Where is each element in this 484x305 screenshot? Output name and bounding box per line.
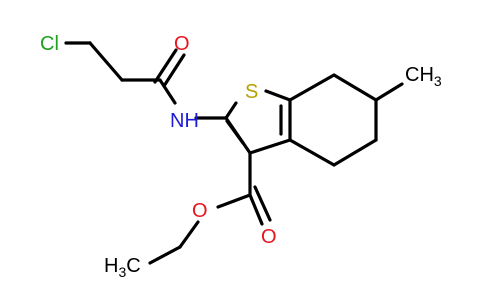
bond-c3-c2-inner [225,119,245,145]
methyl-subscript: 3 [434,73,442,89]
ester-carbonyl-oxygen-label: O [261,226,277,248]
bond-ester-co-2 [253,185,272,222]
methyl-label: CH3 [405,64,442,89]
bond-c5-c4 [332,138,378,167]
bond-c2-s [224,101,238,120]
bond-amide-co-2 [162,53,186,88]
ester-oxygen-label: O [192,200,208,222]
ethyl-subscript: 3 [118,264,126,280]
sulfur-label: S [245,81,258,103]
bonds [64,41,404,265]
bond-ester-co-1 [248,193,264,226]
bond-c7-c6 [332,73,378,102]
bond-ch2-ch3 [148,245,182,265]
chlorine-label: Cl [40,33,59,55]
amide-oxygen-label: O [174,33,190,55]
bond-ester-c-o [216,193,252,209]
bond-c7a-c7 [288,73,336,102]
ethyl-methyl-label: H3C [104,255,141,280]
amine-nh-label: NH [170,110,199,132]
bond-s-c7a [264,89,292,102]
methyl-ch: CH [405,64,434,86]
bond-amide-c-n [158,78,177,105]
ethyl-c: C [126,255,140,277]
bond-c3a-c3 [248,138,292,155]
ethyl-h: H [104,255,118,277]
atom-labels: Cl O S NH CH3 O O H3C [40,33,442,280]
bond-c6-ch3 [374,82,404,102]
bond-c4-c3a [288,138,336,167]
bond-o-ch2 [178,220,200,249]
bond-amide-co-1 [153,48,178,84]
bond-c-c-chain-1 [88,41,124,82]
